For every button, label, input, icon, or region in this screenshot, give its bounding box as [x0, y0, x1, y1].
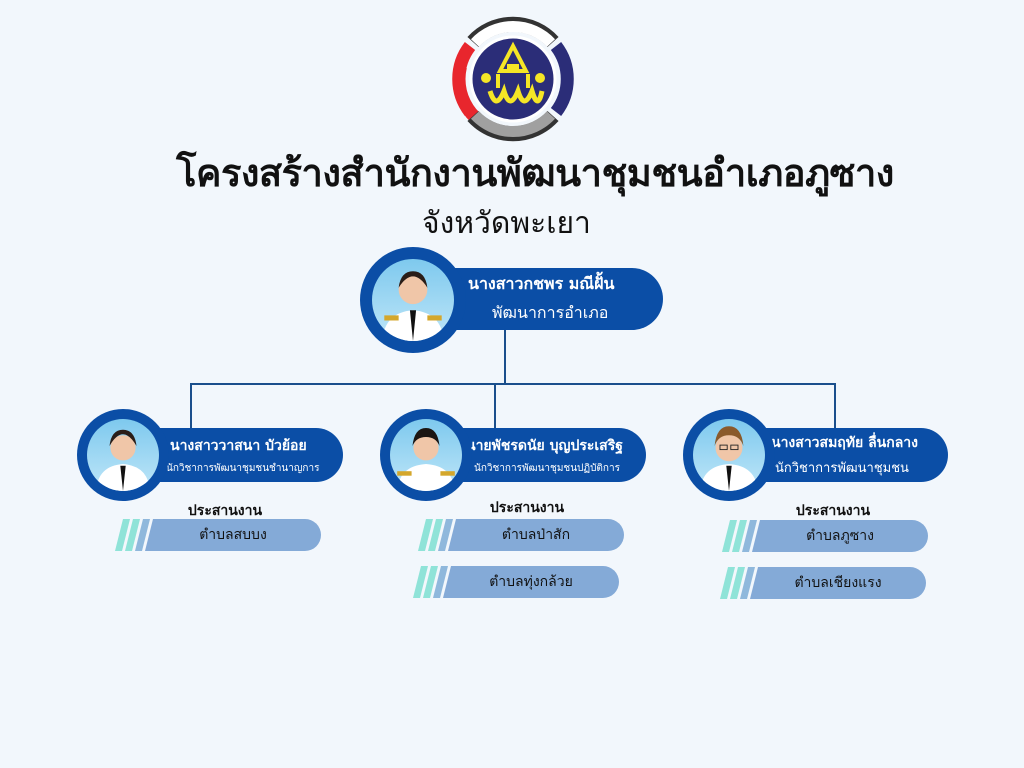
tambon-item: ตำบลป่าสัก	[418, 519, 624, 551]
head-role: พัฒนาการอำเภอ	[492, 303, 609, 322]
staff-photo	[87, 419, 159, 491]
connector-horizontal	[190, 383, 836, 385]
tambon-item: ตำบลทุ่งกล้วย	[413, 566, 619, 598]
department-logo	[450, 16, 576, 142]
coord-label: ประสานงาน	[795, 503, 871, 519]
head-photo	[372, 259, 454, 341]
connector-left	[190, 383, 192, 429]
staff-role: นักวิชาการพัฒนาชุมชนชำนาญการ	[166, 462, 320, 474]
tambon-label: ตำบลทุ่งกล้วย	[489, 574, 573, 590]
staff-photo	[390, 419, 462, 491]
staff-name: นางสาววาสนา บัวย้อย	[170, 437, 307, 454]
staff-name: นายพัชรดนัย บุญประเสริฐ	[466, 437, 623, 454]
page-subtitle: จังหวัดพะเยา	[422, 206, 591, 241]
coord-label: ประสานงาน	[489, 500, 565, 516]
staff-role: นักวิชาการพัฒนาชุมชน	[775, 461, 909, 476]
staff-role: นักวิชาการพัฒนาชุมชนปฏิบัติการ	[474, 462, 620, 474]
connector-middle	[494, 383, 496, 429]
connector-vertical-head	[504, 328, 506, 384]
tambon-label: ตำบลป่าสัก	[501, 527, 571, 543]
page-title: โครงสร้างสำนักงานพัฒนาชุมชนอำเภอภูซาง	[176, 151, 894, 195]
tambon-item: ตำบลสบบง	[115, 519, 321, 551]
tambon-item: ตำบลภูซาง	[722, 520, 928, 552]
tambon-label: ตำบลสบบง	[199, 527, 267, 543]
staff-name: นางสาวสมฤทัย ลื่นกลาง	[771, 435, 918, 451]
tambon-label: ตำบลเชียงแรง	[794, 575, 882, 591]
staff-photo	[693, 419, 765, 491]
tambon-item: ตำบลเชียงแรง	[720, 567, 926, 599]
tambon-label: ตำบลภูซาง	[806, 528, 874, 544]
connector-right	[834, 383, 836, 429]
head-name: นางสาวกชพร มณีฝั้น	[468, 274, 615, 293]
coord-label: ประสานงาน	[187, 503, 263, 519]
